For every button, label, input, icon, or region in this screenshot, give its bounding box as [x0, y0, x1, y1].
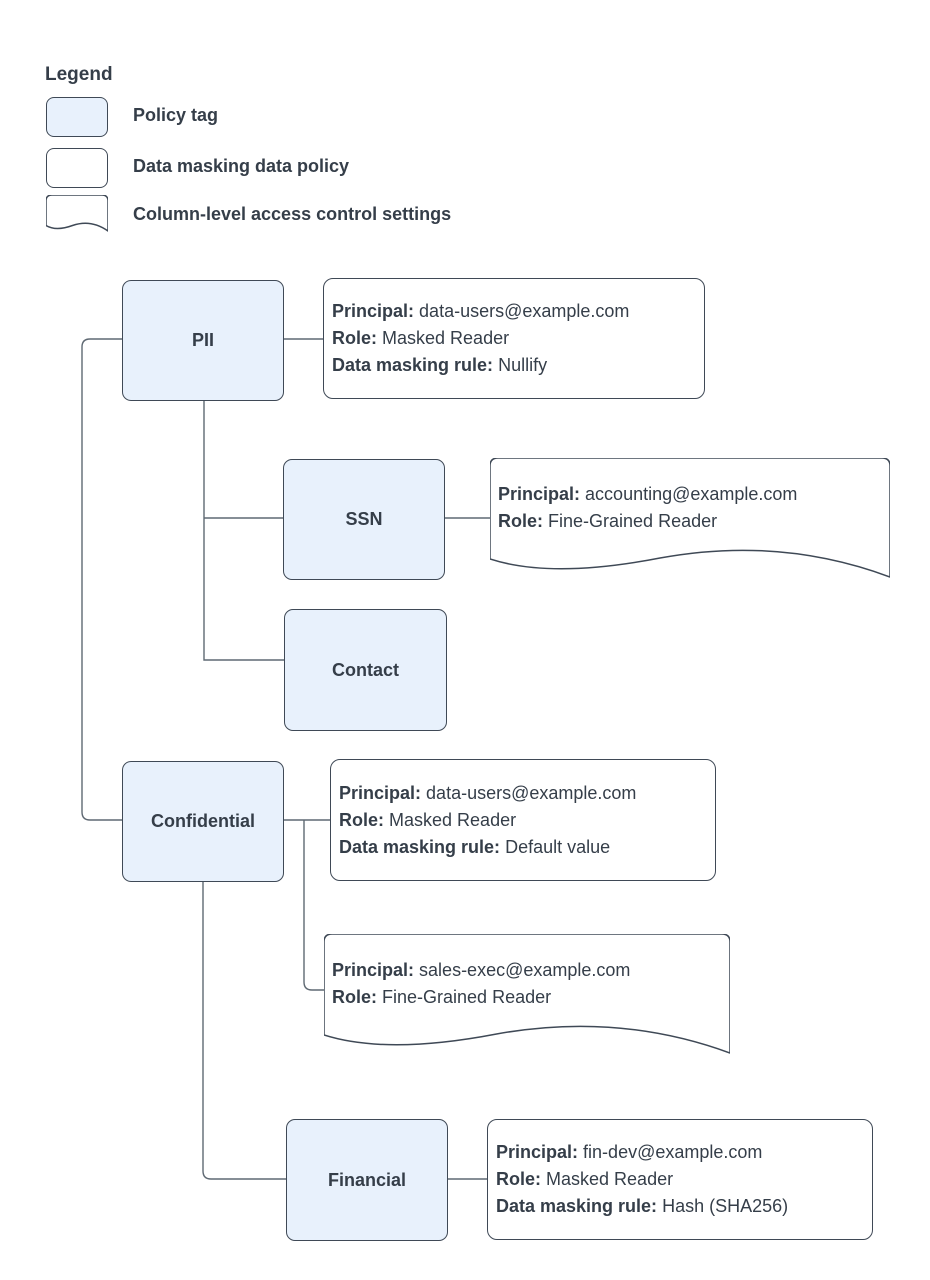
legend-title: Legend [45, 64, 113, 85]
connector-confidential-acl-doc [303, 820, 324, 991]
principal-line: Principal: sales-exec@example.com [332, 960, 631, 980]
policy-tag-ssn-label: SSN [345, 509, 383, 529]
connector-pii-children-trunk [203, 399, 284, 661]
masking-rule-line: Data masking rule: Default value [339, 836, 611, 857]
policy-tag-financial: Financial [286, 1119, 448, 1241]
policy-tag-ssn: SSN [283, 459, 445, 580]
policy-tag-contact-label: Contact [332, 659, 399, 680]
legend-policy-tag-label: Policy tag [133, 105, 219, 125]
legend-column-acl-swatch [46, 195, 108, 232]
acl-doc-ssn: Principal: accounting@example.com Role: … [490, 458, 888, 558]
policy-tag-confidential: Confidential [122, 761, 284, 882]
connector-pii-confidential [81, 338, 123, 821]
masking-policy-card-pii: Principal: data-users@example.com Role: … [323, 278, 705, 399]
principal-line: Principal: data-users@example.com [332, 301, 630, 321]
masking-rule-line: Data masking rule: Hash (SHA256) [496, 1196, 789, 1216]
role-line: Role: Masked Reader [332, 328, 510, 348]
acl-doc-confidential: Principal: sales-exec@example.com Role: … [324, 934, 728, 1034]
role-line: Role: Masked Reader [496, 1169, 674, 1189]
role-line: Role: Masked Reader [339, 809, 517, 830]
legend-data-masking-label: Data masking data policy [133, 156, 350, 176]
policy-tag-contact: Contact [284, 609, 447, 731]
role-line: Role: Fine-Grained Reader [498, 511, 718, 531]
policy-tag-confidential-label: Confidential [151, 811, 255, 831]
masking-rule-line: Data masking rule: Nullify [332, 355, 548, 375]
policy-tag-pii: PII [122, 280, 284, 401]
principal-line: Principal: data-users@example.com [339, 782, 637, 803]
acl-doc-confidential-shape [324, 934, 730, 1054]
masking-policy-card-confidential: Principal: data-users@example.com Role: … [330, 759, 716, 881]
legend-column-acl-label: Column-level access control settings [133, 204, 452, 224]
policy-tag-financial-label: Financial [327, 1169, 407, 1190]
principal-line: Principal: accounting@example.com [498, 484, 798, 504]
legend-data-masking-swatch [46, 148, 108, 188]
policy-tag-pii-label: PII [191, 330, 214, 350]
legend-policy-tag-swatch [46, 97, 108, 137]
masking-policy-card-financial: Principal: fin-dev@example.com Role: Mas… [487, 1119, 873, 1240]
acl-doc-ssn-shape [490, 458, 890, 578]
connector-confidential-financial [202, 880, 286, 1180]
principal-line: Principal: fin-dev@example.com [496, 1142, 763, 1162]
role-line: Role: Fine-Grained Reader [332, 987, 552, 1007]
